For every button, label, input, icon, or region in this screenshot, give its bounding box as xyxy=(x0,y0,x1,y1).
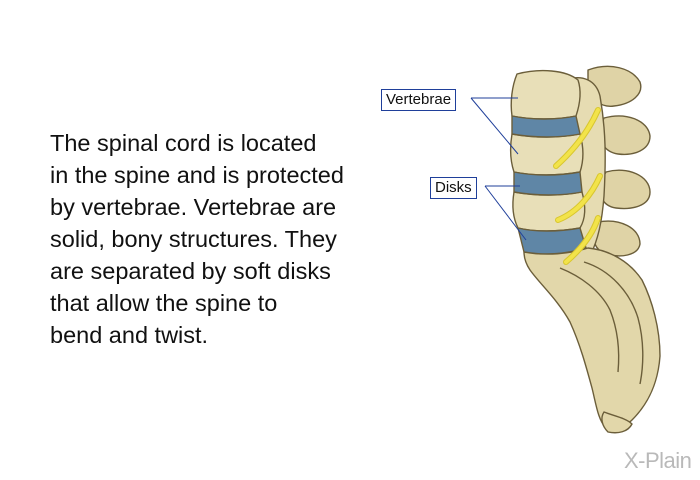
spinous-process xyxy=(598,115,651,156)
description-line: by vertebrae. Vertebrae are xyxy=(50,194,337,220)
disks-label: Disks xyxy=(430,177,477,199)
vertebra xyxy=(510,69,581,120)
description-line: solid, bony structures. They xyxy=(50,226,337,252)
coccyx xyxy=(601,411,633,434)
sacral-ridge xyxy=(583,261,644,385)
sacral-ridge xyxy=(559,267,620,373)
spinous-process xyxy=(598,169,651,210)
disk xyxy=(511,115,581,138)
x-plain-logo: X-Plain xyxy=(624,448,692,473)
description-text: The spinal cord is located in the spine … xyxy=(50,127,420,351)
description-line: are separated by soft disks xyxy=(50,258,331,284)
description-line: in the spine and is protected xyxy=(50,162,344,188)
sacrum xyxy=(523,247,661,431)
disks-leader-line xyxy=(484,185,527,241)
nerve-root xyxy=(554,108,600,168)
nerve-root xyxy=(564,216,600,264)
vertebrae-label: Vertebrae xyxy=(381,89,457,111)
description-line: The spinal cord is located xyxy=(50,130,317,156)
nerve-root xyxy=(556,174,602,222)
vertebra xyxy=(509,133,584,176)
description-line: bend and twist. xyxy=(50,322,209,348)
disk xyxy=(513,171,583,196)
description-line: that allow the spine to xyxy=(50,290,278,316)
vertebrae-leader-line xyxy=(470,97,519,155)
